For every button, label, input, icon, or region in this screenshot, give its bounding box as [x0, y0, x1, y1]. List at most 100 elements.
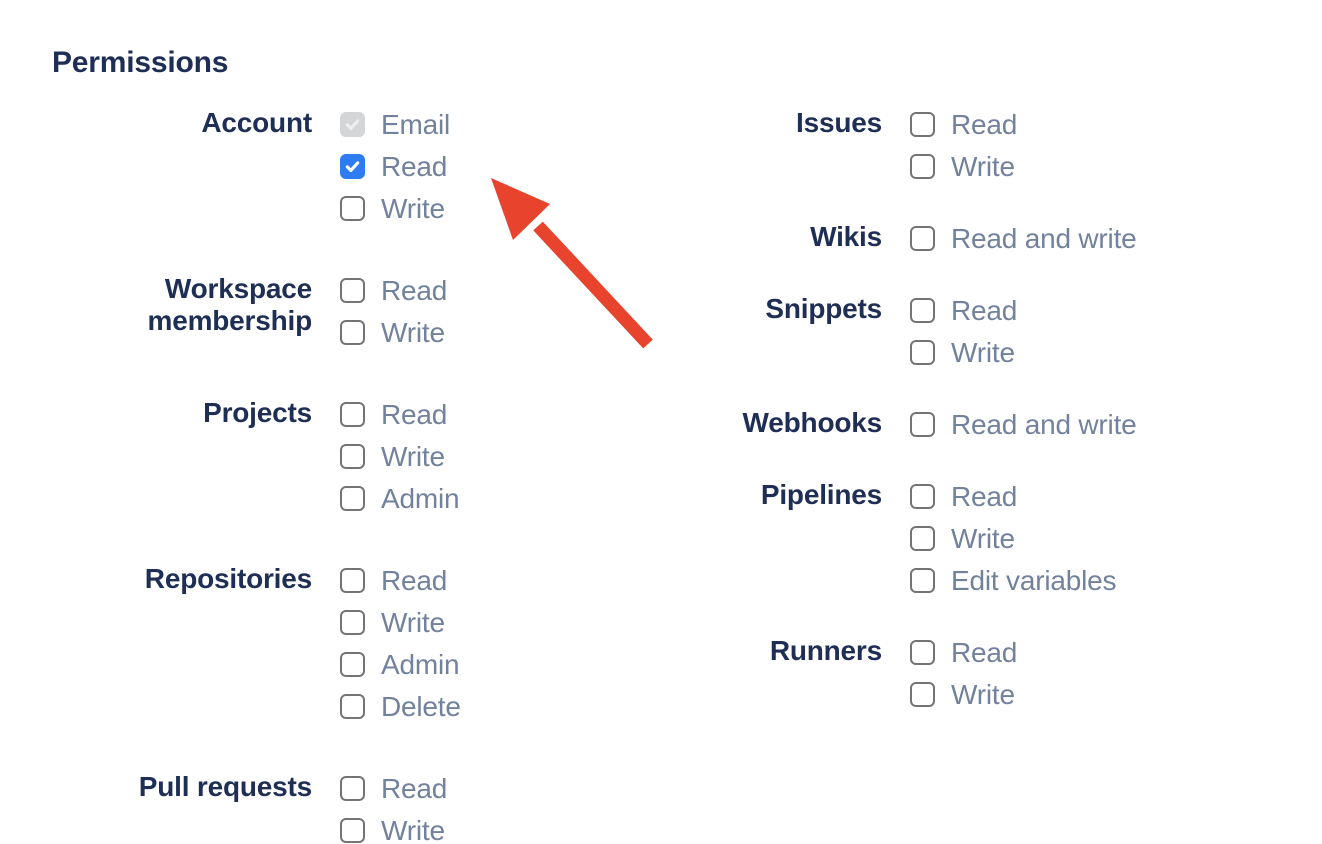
checkbox-snippets-write[interactable] — [910, 340, 935, 365]
checkbox-runners-write[interactable] — [910, 682, 935, 707]
group-workspace-membership: Workspace membership Read Write — [0, 273, 461, 362]
checkbox-label[interactable]: Read — [951, 637, 1018, 668]
permissions-column-right: Issues Read Write Wikis Read and write — [640, 107, 1137, 754]
checkbox-label[interactable]: Write — [381, 193, 445, 224]
checkbox-pull-requests-read[interactable] — [340, 776, 365, 801]
checkbox-label[interactable]: Delete — [381, 691, 461, 722]
option-row: Delete — [340, 691, 461, 722]
option-row: Write — [910, 679, 1017, 710]
group-snippets: Snippets Read Write — [640, 293, 1137, 382]
option-row: Write — [340, 815, 447, 844]
option-row: Write — [340, 317, 447, 348]
option-row: Read — [910, 295, 1018, 326]
option-row: Read — [910, 481, 1116, 512]
group-label-workspace-membership: Workspace membership — [147, 273, 313, 336]
checkbox-label[interactable]: Read — [381, 773, 448, 804]
checkbox-pull-requests-write[interactable] — [340, 818, 365, 843]
group-label-projects: Projects — [203, 397, 312, 428]
group-projects: Projects Read Write Admin — [0, 397, 461, 528]
option-row: Write — [340, 441, 459, 472]
option-row: Edit variables — [910, 565, 1117, 596]
checkbox-webhooks-read-and-write[interactable] — [910, 412, 935, 437]
checkbox-label[interactable]: Write — [381, 607, 445, 638]
checkbox-label[interactable]: Read — [381, 399, 448, 430]
checkbox-projects-read[interactable] — [340, 402, 365, 427]
option-row: Read and write — [910, 223, 1137, 254]
group-runners: Runners Read Write — [640, 635, 1137, 724]
group-label-repositories: Repositories — [144, 563, 312, 594]
group-issues: Issues Read Write — [640, 107, 1137, 196]
group-label-pull-requests: Pull requests — [138, 771, 312, 802]
checkbox-repositories-read[interactable] — [340, 568, 365, 593]
checkbox-label[interactable]: Write — [381, 441, 445, 472]
checkbox-label[interactable]: Write — [381, 815, 445, 844]
option-row: Read — [340, 565, 461, 596]
group-label-wikis: Wikis — [810, 221, 882, 252]
group-label-runners: Runners — [769, 635, 882, 666]
checkbox-pipelines-edit-variables[interactable] — [910, 568, 935, 593]
option-row: Admin — [340, 483, 460, 514]
option-row: Read — [910, 637, 1018, 668]
checkbox-label: Email — [381, 109, 451, 140]
checkbox-label[interactable]: Write — [381, 317, 445, 348]
checkbox-label[interactable]: Read — [381, 565, 448, 596]
checkbox-issues-write[interactable] — [910, 154, 935, 179]
group-label-pipelines: Pipelines — [760, 479, 882, 510]
checkbox-workspace-membership-write[interactable] — [340, 320, 365, 345]
check-icon — [345, 161, 360, 173]
option-row: Write — [340, 193, 450, 224]
checkbox-repositories-admin[interactable] — [340, 652, 365, 677]
checkbox-account-email — [340, 112, 365, 137]
permissions-column-left: Account Email Read Write — [0, 107, 461, 844]
option-row: Admin — [340, 649, 461, 680]
checkbox-label[interactable]: Read — [381, 275, 448, 306]
checkbox-pipelines-write[interactable] — [910, 526, 935, 551]
checkbox-label[interactable]: Write — [951, 679, 1015, 710]
checkbox-label[interactable]: Read — [951, 295, 1018, 326]
checkbox-projects-admin[interactable] — [340, 486, 365, 511]
checkbox-label[interactable]: Read and write — [951, 223, 1137, 254]
checkbox-runners-read[interactable] — [910, 640, 935, 665]
group-label-webhooks: Webhooks — [742, 407, 883, 438]
checkbox-label[interactable]: Admin — [381, 483, 460, 514]
option-row: Read — [340, 151, 450, 182]
checkbox-label[interactable]: Write — [951, 523, 1015, 554]
checkbox-issues-read[interactable] — [910, 112, 935, 137]
option-row: Read — [340, 399, 459, 430]
checkbox-label[interactable]: Admin — [381, 649, 460, 680]
group-pipelines: Pipelines Read Write Edit variables — [640, 479, 1137, 610]
group-label-account: Account — [201, 107, 312, 138]
checkbox-label[interactable]: Read — [951, 481, 1018, 512]
checkbox-label[interactable]: Read and write — [951, 409, 1137, 440]
checkbox-label[interactable]: Edit variables — [951, 565, 1117, 596]
group-wikis: Wikis Read and write — [640, 221, 1137, 268]
checkbox-snippets-read[interactable] — [910, 298, 935, 323]
checkbox-label[interactable]: Read — [381, 151, 448, 182]
checkbox-wikis-read-and-write[interactable] — [910, 226, 935, 251]
group-pull-requests: Pull requests Read Write — [0, 771, 461, 844]
checkbox-label[interactable]: Write — [951, 151, 1015, 182]
checkbox-label[interactable]: Read — [951, 109, 1018, 140]
checkbox-projects-write[interactable] — [340, 444, 365, 469]
option-row: Write — [340, 607, 461, 638]
option-row: Read — [340, 773, 448, 804]
checkbox-label[interactable]: Write — [951, 337, 1015, 368]
option-row: Email — [340, 109, 451, 140]
group-webhooks: Webhooks Read and write — [640, 407, 1137, 454]
group-label-snippets: Snippets — [765, 293, 882, 324]
option-row: Write — [910, 523, 1116, 554]
checkbox-repositories-write[interactable] — [340, 610, 365, 635]
checkbox-account-write[interactable] — [340, 196, 365, 221]
page-title: Permissions — [52, 46, 229, 79]
checkbox-account-read[interactable] — [340, 154, 365, 179]
checkbox-workspace-membership-read[interactable] — [340, 278, 365, 303]
checkbox-repositories-delete[interactable] — [340, 694, 365, 719]
option-row: Read — [340, 275, 448, 306]
group-repositories: Repositories Read Write Admin Delete — [0, 563, 461, 736]
group-account: Account Email Read Write — [0, 107, 461, 238]
group-label-issues: Issues — [796, 107, 882, 138]
checkbox-pipelines-read[interactable] — [910, 484, 935, 509]
check-icon — [345, 119, 360, 131]
option-row: Write — [910, 151, 1017, 182]
